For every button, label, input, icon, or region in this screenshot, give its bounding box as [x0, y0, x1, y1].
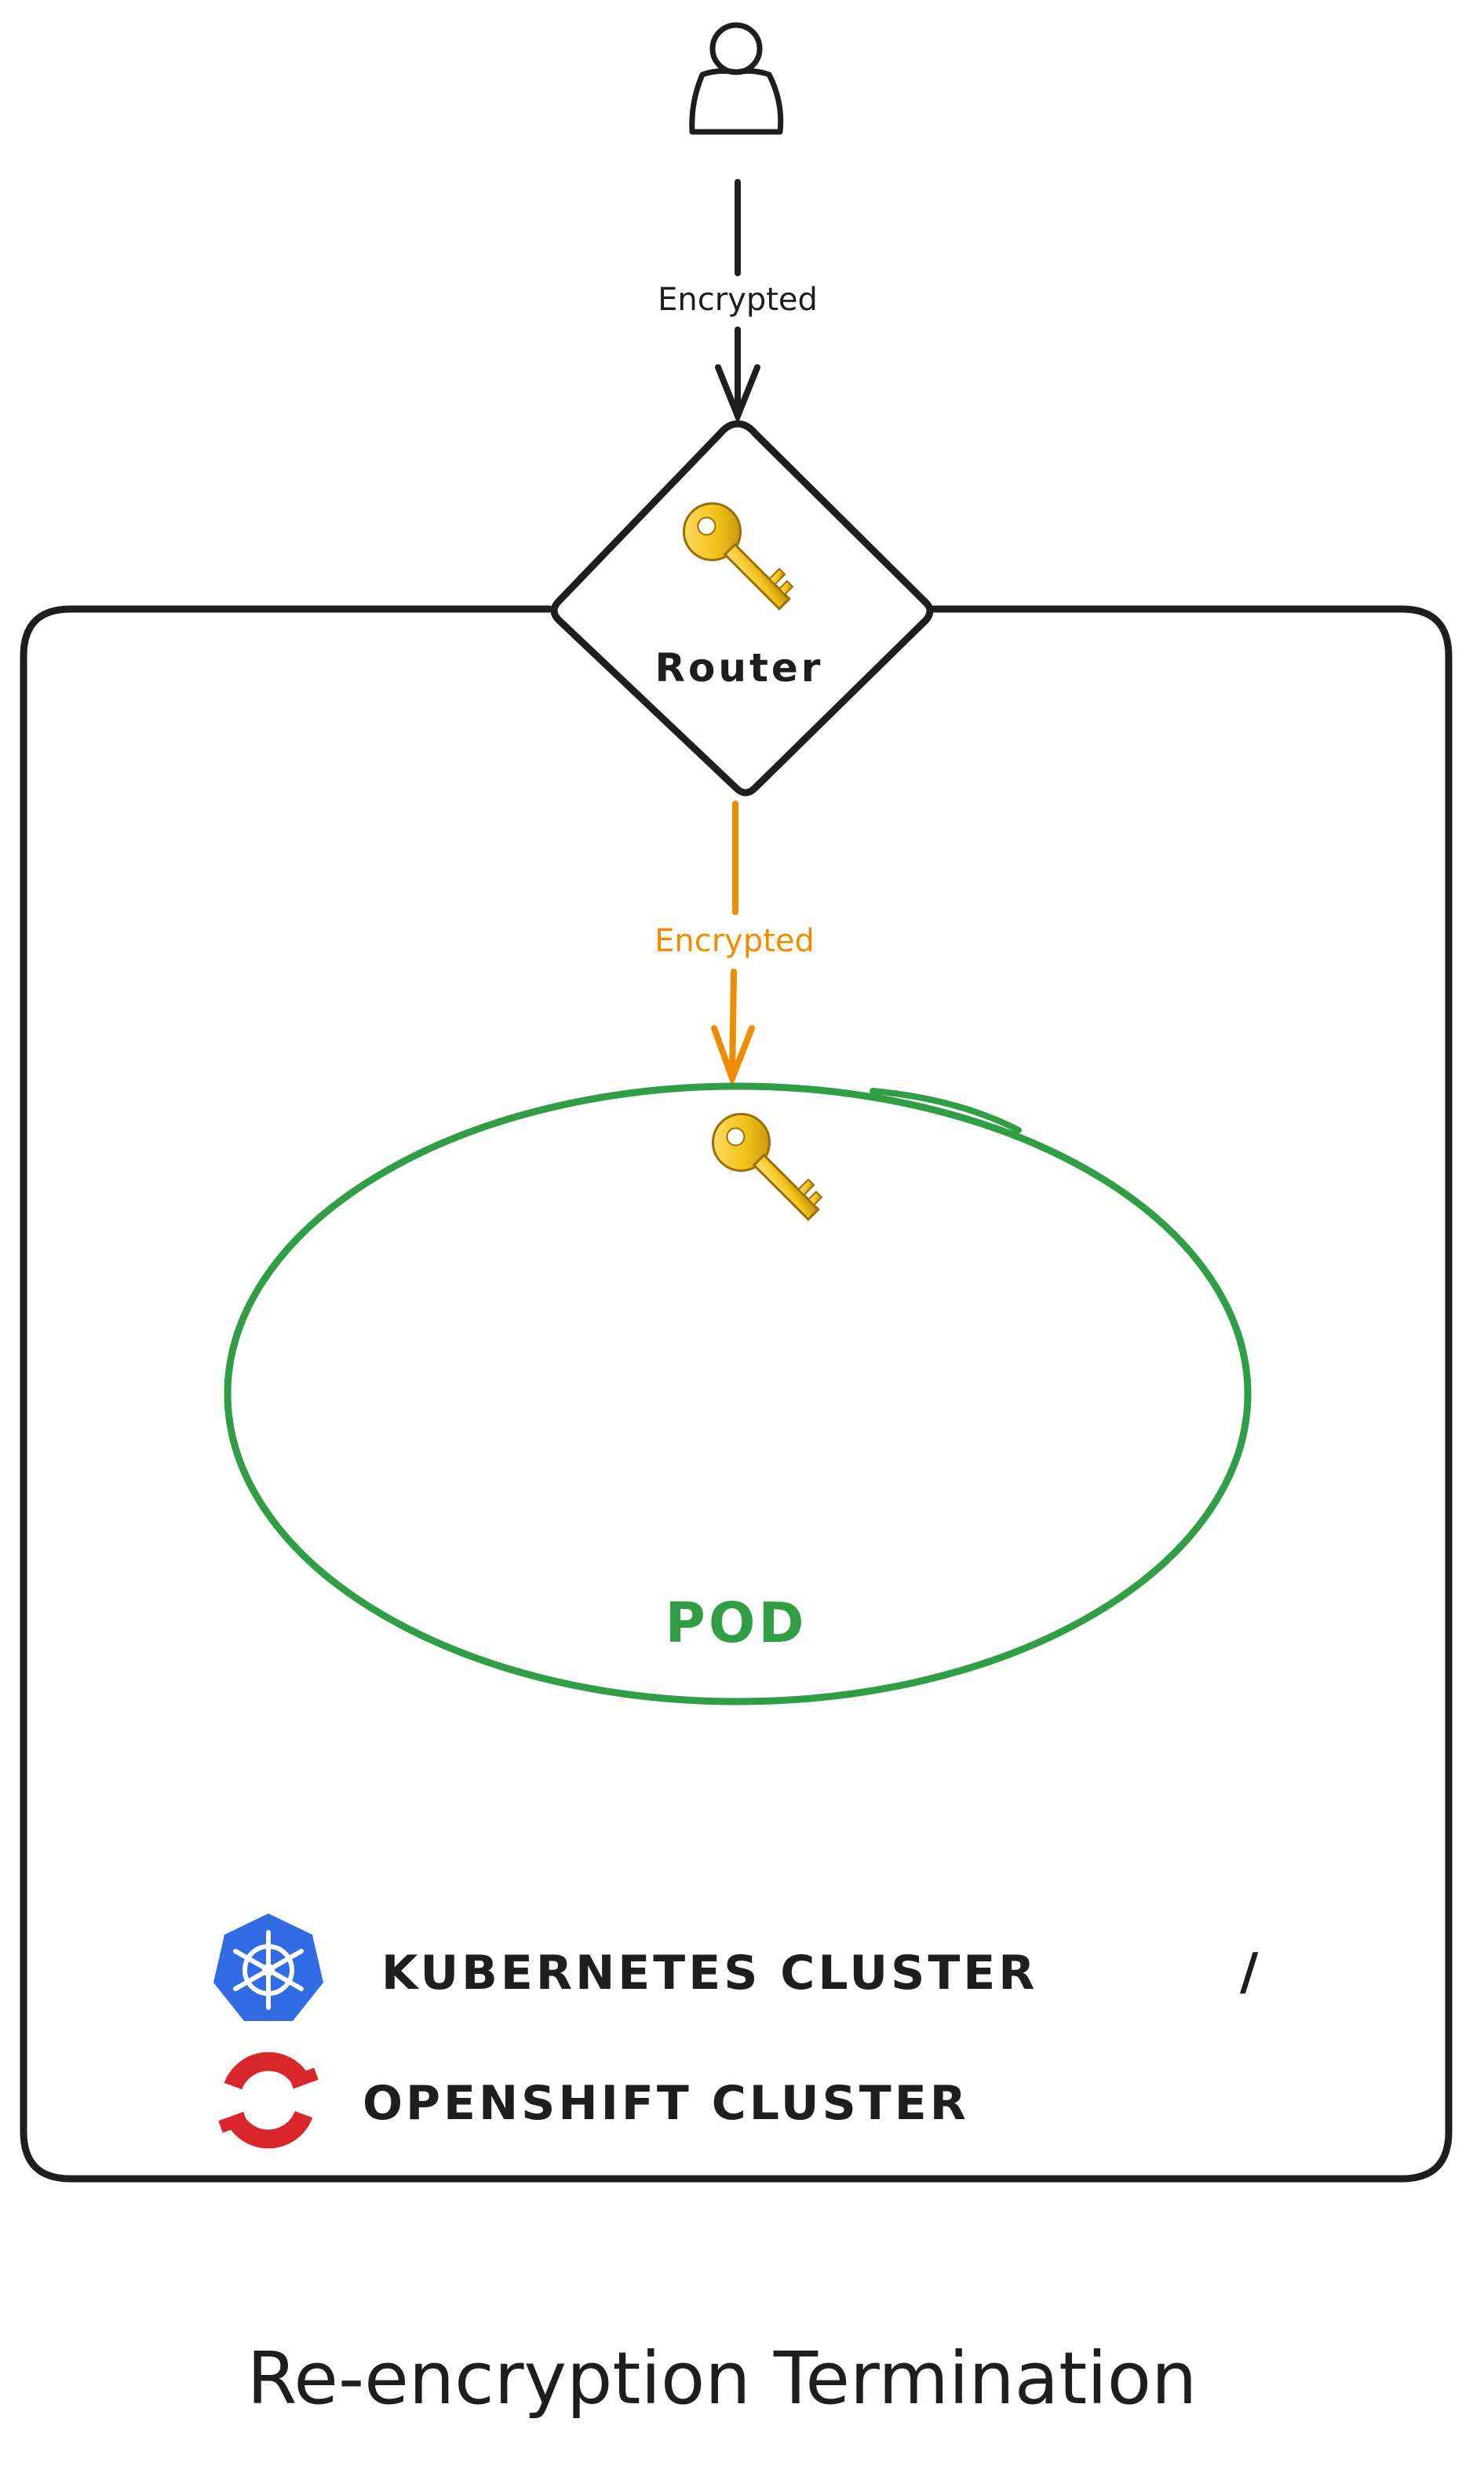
openshift-label: OPENSHIFT CLUSTER — [363, 2076, 969, 2131]
pod-node[interactable] — [224, 1082, 1252, 1705]
pod-label: POD — [665, 1591, 808, 1655]
router-label: Router — [655, 645, 824, 691]
arrow-user-to-router — [715, 179, 760, 425]
edge-label-user-router: Encrypted — [658, 282, 818, 318]
arrow-router-to-pod — [711, 801, 755, 1088]
user-icon — [689, 22, 784, 135]
openshift-icon — [218, 2052, 319, 2149]
separator-label: / — [1240, 1943, 1261, 2001]
key-icon — [682, 502, 794, 611]
edge-label-router-pod: Encrypted — [654, 923, 815, 959]
pod-sketch-stroke — [870, 1088, 1022, 1133]
router-node[interactable] — [550, 420, 934, 797]
key-icon — [711, 1112, 823, 1221]
cluster-boundary — [20, 605, 1453, 2183]
diagram-caption: Re-encryption Termination — [247, 2337, 1198, 2420]
kubernetes-icon — [213, 1913, 323, 2021]
kubernetes-label: KUBERNETES CLUSTER — [381, 1946, 1037, 2001]
